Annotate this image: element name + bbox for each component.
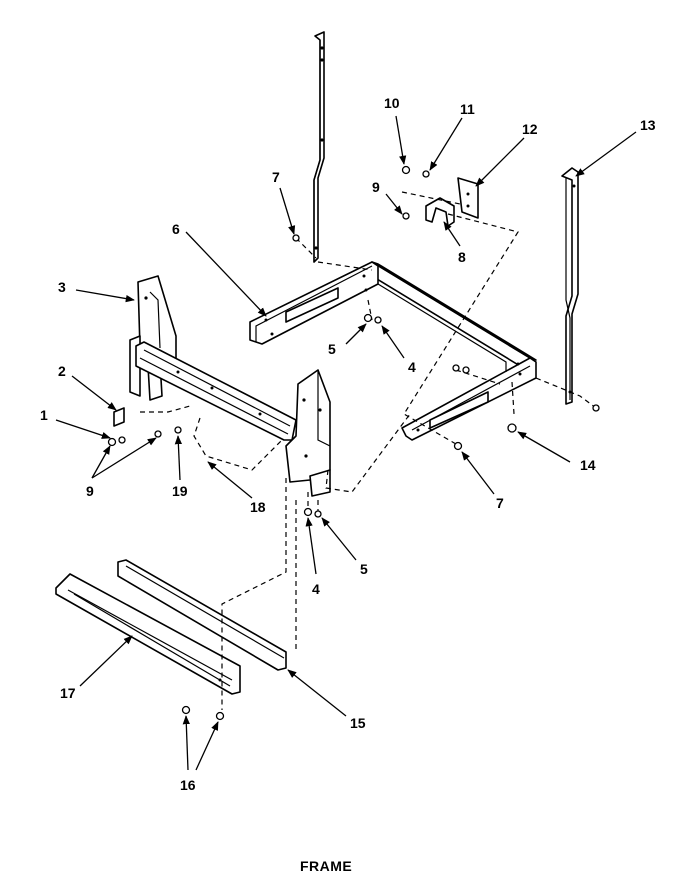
callout-8: 8 [458,249,466,265]
screw-7-top [292,234,300,242]
callout-2: 2 [58,363,66,379]
callout-4a: 4 [408,359,416,375]
part-17-trim-strip [55,573,241,695]
callout-6: 6 [172,221,180,237]
part-2-cross-channel [113,341,297,441]
callout-14: 14 [580,457,596,473]
callout-19: 19 [172,483,188,499]
screw-14 [507,423,517,433]
callout-11: 11 [460,101,475,117]
screw-10 [401,165,411,175]
nut-5-top [363,313,373,323]
clip-19 [174,426,182,434]
assembly-lines [140,191,597,710]
screw-1 [107,437,117,447]
callout-5a: 5 [328,341,336,357]
screw-16b [215,711,225,721]
part-6-vertical-rail [313,31,325,263]
screw-9-top [402,212,410,220]
callout-labels: 1 2 3 4 4 5 5 6 7 7 8 9 9 10 11 12 13 14… [40,95,656,793]
part-6-base-frame [249,261,537,441]
callout-15: 15 [350,715,366,731]
part-12-bracket [457,177,479,219]
fasteners [107,165,600,721]
callout-9b: 9 [86,483,94,499]
screw-9-left [154,430,162,438]
screw-7-right [453,441,463,451]
callout-3: 3 [58,279,66,295]
screw-16a [181,705,191,715]
callout-16: 16 [180,777,196,793]
screw-11 [422,170,430,178]
callout-13: 13 [640,117,656,133]
center-bracket [285,369,331,497]
callout-7b: 7 [496,495,504,511]
diagram-caption: FRAME [300,858,352,874]
part-13-upright-rail [561,167,579,405]
nut-5-bottom [314,510,322,518]
part-8-clip [425,197,455,227]
callout-7a: 7 [272,169,280,185]
callout-17: 17 [60,685,76,701]
callout-18: 18 [250,499,266,515]
callout-12: 12 [522,121,538,137]
callout-4b: 4 [312,581,320,597]
callout-5b: 5 [360,561,368,577]
leader-lines [55,115,637,771]
callout-9a: 9 [372,179,380,195]
callout-1: 1 [40,407,48,423]
nut-4-top [374,316,382,324]
part-15-kick-panel [117,559,287,671]
callout-10: 10 [384,95,400,111]
nut-4-bottom [303,507,313,517]
